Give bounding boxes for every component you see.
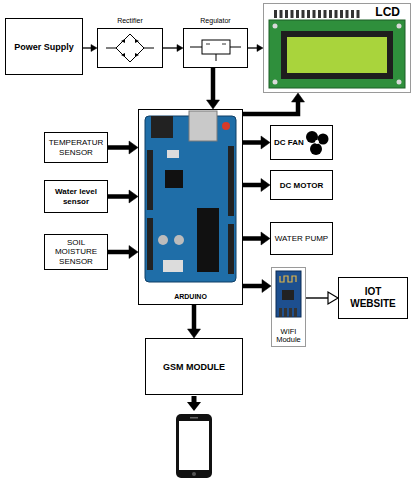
rectifier-box: Rectifier xyxy=(97,28,163,68)
node-label: Power Supply xyxy=(14,42,74,52)
lcd-display-box: LCD xyxy=(263,3,411,93)
phone-body xyxy=(176,414,212,478)
arrow-shaft xyxy=(243,102,298,114)
connector-arrow xyxy=(207,68,220,109)
connector-arrow xyxy=(83,45,97,52)
bridge-rectifier-symbol xyxy=(98,29,163,67)
output-device-box: DC FAN xyxy=(270,125,333,160)
arrow-head xyxy=(292,93,305,102)
connector-arrow xyxy=(108,246,138,259)
regulator-symbol xyxy=(184,29,247,67)
connector-arrow xyxy=(108,141,138,154)
arrow-shaft xyxy=(108,250,129,255)
wifi-module-box: WIFI Module xyxy=(271,267,306,347)
node-label: ARDUINO xyxy=(139,293,242,300)
node-label: GSM MODULE xyxy=(163,362,225,372)
arrow-head xyxy=(188,329,201,338)
gsm-to-phone-arrow xyxy=(187,396,201,411)
phone-button xyxy=(192,472,196,476)
sensor-box: SOIL MOISTURE SENSOR xyxy=(44,234,108,270)
arrow-head xyxy=(261,179,270,192)
connector-arrow xyxy=(243,232,270,245)
esp-wifi-module-picture xyxy=(272,268,305,320)
iot-website-box: IOT WEBSITE xyxy=(338,277,408,319)
phone-speaker xyxy=(190,417,198,419)
sensor-box: Water level sensor xyxy=(44,180,108,213)
arrow-shaft xyxy=(108,194,129,199)
arrow-head xyxy=(328,292,338,304)
node-label: LCD xyxy=(373,5,402,19)
arrow-shaft xyxy=(243,284,262,289)
node-label: WIFI Module xyxy=(272,328,305,345)
connector-arrow xyxy=(188,305,201,338)
node-label: Water level sensor xyxy=(47,187,105,205)
arrow-shaft xyxy=(243,236,261,241)
power-supply-box: Power Supply xyxy=(5,18,83,75)
smartphone-icon xyxy=(176,414,212,478)
connector-arrow xyxy=(248,45,263,52)
arrow-head xyxy=(207,100,220,109)
arrow-shaft xyxy=(83,47,91,48)
arrow-head xyxy=(129,246,138,259)
node-label: Rectifier xyxy=(88,17,172,24)
node-label: DC MOTOR xyxy=(280,181,323,190)
node-label: Regulator xyxy=(174,17,257,24)
arrow-shaft xyxy=(306,297,328,298)
node-label: SOIL MOISTURE SENSOR xyxy=(47,238,105,266)
connector-arrow xyxy=(243,179,270,192)
node-label: DC FAN xyxy=(274,138,304,147)
connector-arrow xyxy=(243,136,270,149)
arrow-head xyxy=(261,136,270,149)
arrow-head xyxy=(129,190,138,203)
regulator-box: Regulator xyxy=(183,28,248,68)
sensor-box: TEMPERATUR SENSOR xyxy=(44,132,108,163)
phone-screen xyxy=(179,421,209,470)
arrow-shaft xyxy=(192,305,197,329)
arrow-head xyxy=(187,402,201,411)
connector-arrow xyxy=(243,280,271,293)
connector-arrow xyxy=(163,45,183,52)
output-device-box: DC MOTOR xyxy=(270,170,333,200)
arduino-uno-board xyxy=(139,110,242,304)
connector-arrow xyxy=(243,93,305,114)
arrow-shaft xyxy=(243,183,261,188)
arrow-shaft xyxy=(211,68,216,100)
node-label: TEMPERATUR SENSOR xyxy=(47,138,105,156)
connector-arrow xyxy=(108,190,138,203)
arrow-head xyxy=(261,232,270,245)
arrow-head xyxy=(129,141,138,154)
arrow-shaft xyxy=(248,47,257,48)
arduino-board-box: ARDUINO xyxy=(138,109,243,305)
fan-icon xyxy=(305,130,329,156)
connector-arrow xyxy=(306,292,338,304)
node-label: WATER PUMP xyxy=(275,234,328,243)
arrow-shaft xyxy=(243,140,261,145)
node-label: IOT WEBSITE xyxy=(341,286,405,310)
arrow-shaft xyxy=(108,145,129,150)
output-device-box: WATER PUMP xyxy=(270,222,333,255)
gsm-module-box: GSM MODULE xyxy=(145,338,243,395)
arrow-shaft xyxy=(163,47,177,48)
arrow-shaft xyxy=(192,396,197,402)
arrow-head xyxy=(262,280,271,293)
